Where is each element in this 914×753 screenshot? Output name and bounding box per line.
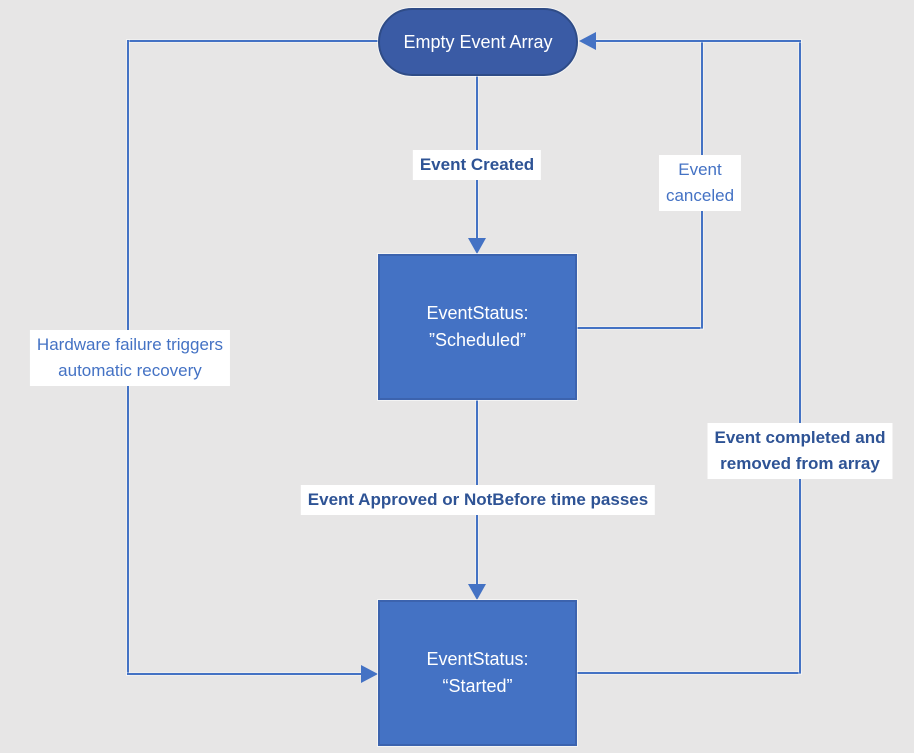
edge-completed-horizontal-line — [577, 672, 801, 674]
edge-label-hardware-failure-line2: automatic recovery — [58, 361, 202, 380]
edge-label-event-canceled-line1: Event — [678, 160, 722, 179]
node-scheduled-label-line2: ”Scheduled” — [428, 330, 527, 350]
edge-label-hardware-failure: Hardware failure triggers automatic reco… — [29, 330, 231, 386]
edge-label-event-canceled-line2: canceled — [665, 186, 735, 205]
edge-return-top-line — [595, 40, 801, 42]
node-empty-event-array-label: Empty Event Array — [403, 31, 553, 52]
edge-completed-vertical-line — [799, 41, 801, 673]
edge-label-event-completed-line2: removed from array — [720, 454, 880, 473]
arrowhead-into-empty-array-icon — [579, 32, 596, 50]
node-empty-event-array: Empty Event Array — [378, 8, 578, 76]
edge-label-event-canceled: Event canceled — [658, 155, 742, 211]
node-eventstatus-scheduled: EventStatus: ”Scheduled” — [378, 254, 577, 400]
edge-label-event-approved: Event Approved or NotBefore time passes — [300, 485, 656, 515]
edge-label-event-created: Event Created — [412, 150, 542, 180]
node-eventstatus-started: EventStatus: “Started” — [378, 600, 577, 746]
arrowhead-hardware-into-started-icon — [361, 665, 378, 683]
arrowhead-into-started-icon — [468, 584, 486, 600]
edge-canceled-horizontal-line — [577, 327, 703, 329]
edge-label-hardware-failure-line1: Hardware failure triggers — [36, 335, 224, 354]
node-started-label-line2: “Started” — [442, 676, 513, 696]
edge-hardware-top-line — [127, 40, 378, 42]
arrowhead-into-scheduled-icon — [468, 238, 486, 254]
node-scheduled-label-line1: EventStatus: — [426, 303, 529, 323]
edge-label-event-completed: Event completed and removed from array — [707, 423, 893, 479]
edge-hardware-bottom-line — [127, 673, 362, 675]
node-started-label-line1: EventStatus: — [426, 649, 529, 669]
edge-label-event-completed-line1: Event completed and — [714, 428, 886, 447]
